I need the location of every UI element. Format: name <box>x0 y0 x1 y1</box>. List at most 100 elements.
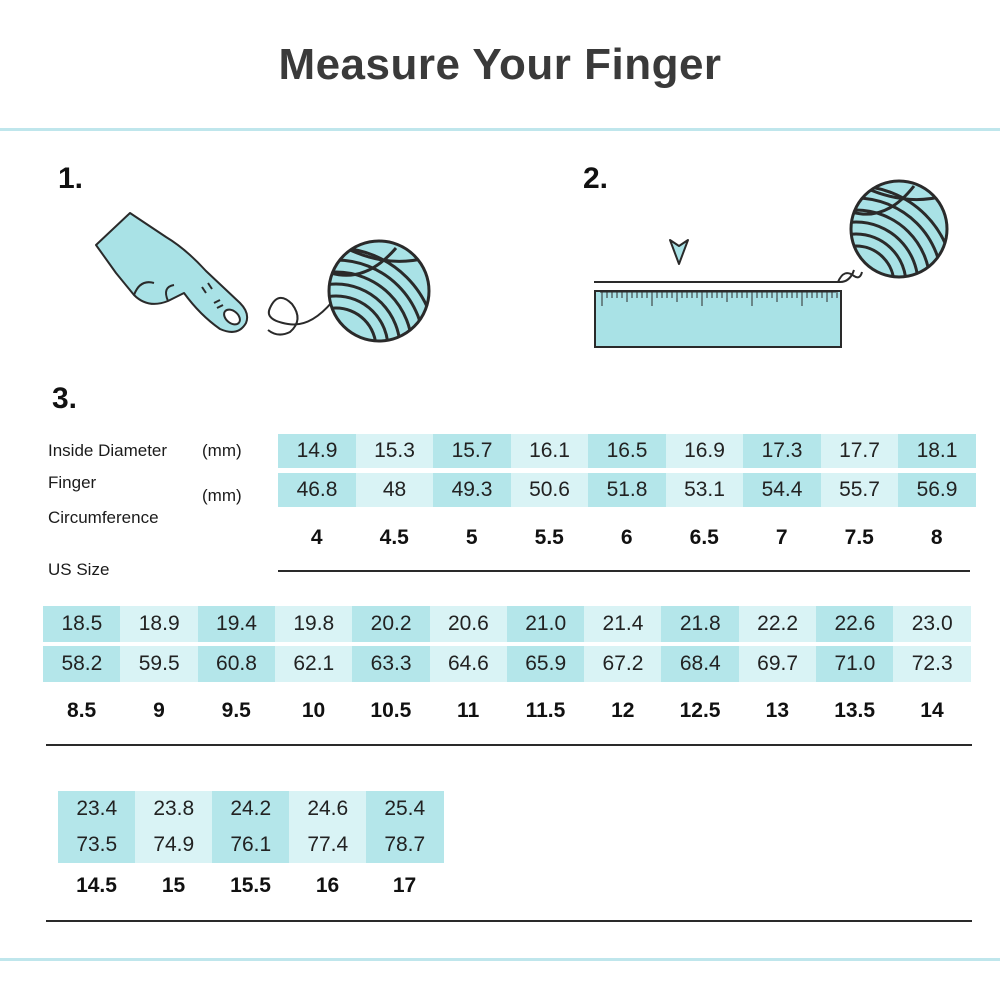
circumference-cell: 60.8 <box>197 646 276 682</box>
inside-diameter-cell: 23.4 <box>58 791 136 827</box>
inside-diameter-cell: 17.3 <box>743 434 821 468</box>
hand-pointing-icon <box>95 212 249 333</box>
us-size-cell: 5 <box>465 526 478 549</box>
us-size-cell: 8 <box>930 526 943 549</box>
inside-diameter-cell: 18.1 <box>898 434 976 468</box>
inside-diameter-cell: 25.4 <box>366 791 444 827</box>
circumference-cell: 49.3 <box>433 473 511 507</box>
top-accent-line <box>0 128 1000 131</box>
us-size-cell: 17 <box>392 874 417 897</box>
us-size-cell: 10 <box>301 699 326 722</box>
arrow-marker-icon <box>669 239 689 265</box>
inside-diameter-cell: 24.6 <box>289 791 367 827</box>
us-size-cell: 16 <box>315 874 340 897</box>
circumference-cell: 78.7 <box>366 827 444 863</box>
inside-diameter-cell: 17.7 <box>820 434 899 468</box>
inside-diameter-cell: 19.4 <box>197 606 276 642</box>
yarn-ball-icon <box>327 239 431 343</box>
us-size-cell: 10.5 <box>370 699 412 722</box>
circumference-cell: 71.0 <box>816 646 894 682</box>
inside-diameter-cell: 21.4 <box>584 606 662 642</box>
ruler-icon <box>594 290 842 348</box>
us-size-cell: 7 <box>775 526 788 549</box>
circumference-cell: 68.4 <box>661 646 740 682</box>
us-size-cell: 4.5 <box>379 526 409 549</box>
inside-diameter-cell: 22.6 <box>816 606 894 642</box>
inside-diameter-cell: 23.8 <box>135 791 213 827</box>
inside-diameter-label: Inside Diameter <box>48 441 168 460</box>
us-size-cell: 9.5 <box>221 699 251 722</box>
inside-diameter-cell: 14.9 <box>278 434 356 468</box>
circumference-cell: 63.3 <box>352 646 430 682</box>
circumference-unit: (mm) <box>202 486 242 505</box>
inside-diameter-cell: 24.2 <box>212 791 290 827</box>
inside-diameter-cell: 22.2 <box>738 606 817 642</box>
circumference-cell: 53.1 <box>665 473 744 507</box>
us-size-cell: 13.5 <box>834 699 876 722</box>
circumference-cell: 76.1 <box>212 827 290 863</box>
table-divider <box>46 744 972 746</box>
inside-diameter-cell: 15.7 <box>433 434 511 468</box>
circumference-cell: 55.7 <box>820 473 899 507</box>
circumference-cell: 59.5 <box>120 646 199 682</box>
inside-diameter-cell: 16.1 <box>510 434 589 468</box>
us-size-cell: 9 <box>153 699 165 722</box>
table-divider <box>278 570 970 572</box>
inside-diameter-cell: 21.0 <box>506 606 585 642</box>
inside-diameter-cell: 23.0 <box>893 606 972 642</box>
circumference-cell: 58.2 <box>43 646 121 682</box>
us-size-label: US Size <box>48 560 110 579</box>
us-size-cell: 6.5 <box>689 526 719 549</box>
us-size-cell: 4 <box>310 526 323 549</box>
circumference-cell: 67.2 <box>584 646 662 682</box>
circumference-cell: 48 <box>355 473 434 507</box>
inside-diameter-cell: 16.9 <box>665 434 744 468</box>
us-size-cell: 6 <box>620 526 633 549</box>
yarn-ball-icon <box>849 179 949 279</box>
circumference-cell: 46.8 <box>278 473 356 507</box>
inside-diameter-cell: 18.5 <box>43 606 121 642</box>
us-size-cell: 7.5 <box>844 526 874 549</box>
circumference-cell: 72.3 <box>893 646 972 682</box>
step-1-number: 1. <box>58 162 84 195</box>
us-size-cell: 12 <box>611 699 635 722</box>
us-size-cell: 12.5 <box>679 699 721 722</box>
inside-diameter-cell: 19.8 <box>274 606 353 642</box>
us-size-cell: 13 <box>765 699 790 722</box>
us-size-cell: 11.5 <box>525 699 566 722</box>
yarn-string-icon <box>837 271 863 283</box>
circumference-cell: 69.7 <box>738 646 817 682</box>
finger-label: Finger <box>48 473 97 492</box>
inside-diameter-cell: 15.3 <box>355 434 434 468</box>
circumference-cell: 51.8 <box>588 473 666 507</box>
circumference-cell: 50.6 <box>510 473 589 507</box>
circumference-label: Circumference <box>48 508 159 527</box>
measuring-string-icon <box>594 269 855 283</box>
circumference-cell: 73.5 <box>58 827 136 863</box>
us-size-cell: 11 <box>457 699 480 722</box>
page-title: Measure Your Finger <box>278 40 722 89</box>
table-divider <box>46 920 972 922</box>
inside-diameter-cell: 20.2 <box>352 606 430 642</box>
us-size-cell: 5.5 <box>534 526 564 549</box>
circumference-cell: 56.9 <box>898 473 976 507</box>
circumference-cell: 54.4 <box>743 473 821 507</box>
us-size-cell: 14.5 <box>76 874 117 897</box>
us-size-cell: 8.5 <box>67 699 97 722</box>
bottom-accent-line <box>0 958 1000 961</box>
circumference-cell: 77.4 <box>289 827 367 863</box>
us-size-cell: 14 <box>920 699 944 722</box>
step-3-number: 3. <box>52 382 78 415</box>
circumference-cell: 65.9 <box>506 646 585 682</box>
step-2-number: 2. <box>583 162 609 195</box>
us-size-cell: 15 <box>161 874 186 897</box>
yarn-string-icon <box>267 297 333 336</box>
inside-diameter-cell: 16.5 <box>588 434 666 468</box>
inside-diameter-unit: (mm) <box>202 441 242 460</box>
inside-diameter-cell: 20.6 <box>429 606 508 642</box>
circumference-cell: 62.1 <box>274 646 353 682</box>
us-size-cell: 15.5 <box>230 874 271 897</box>
inside-diameter-cell: 21.8 <box>661 606 740 642</box>
inside-diameter-cell: 18.9 <box>120 606 199 642</box>
circumference-cell: 64.6 <box>429 646 508 682</box>
